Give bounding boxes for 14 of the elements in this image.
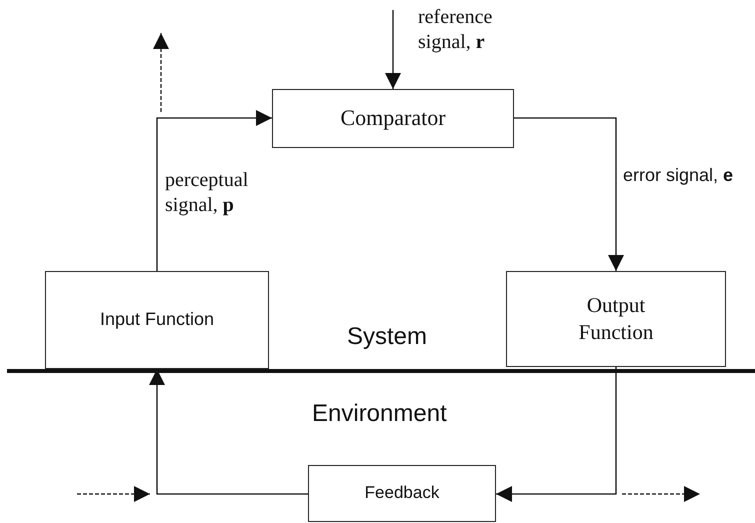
box-label: Input Function <box>100 308 214 332</box>
box-label: Comparator <box>340 104 446 132</box>
process-box <box>272 89 514 148</box>
box-label: Output Function <box>578 292 654 346</box>
arrow <box>496 367 617 502</box>
arrow <box>385 10 401 89</box>
region-label: System <box>347 323 428 351</box>
process-box <box>308 465 496 522</box>
process-box <box>45 271 269 369</box>
process-box <box>506 271 726 367</box>
arrow <box>156 110 272 271</box>
arrow <box>514 117 624 271</box>
box-label: Feedback <box>364 482 440 504</box>
region-label: Environment <box>312 400 447 428</box>
